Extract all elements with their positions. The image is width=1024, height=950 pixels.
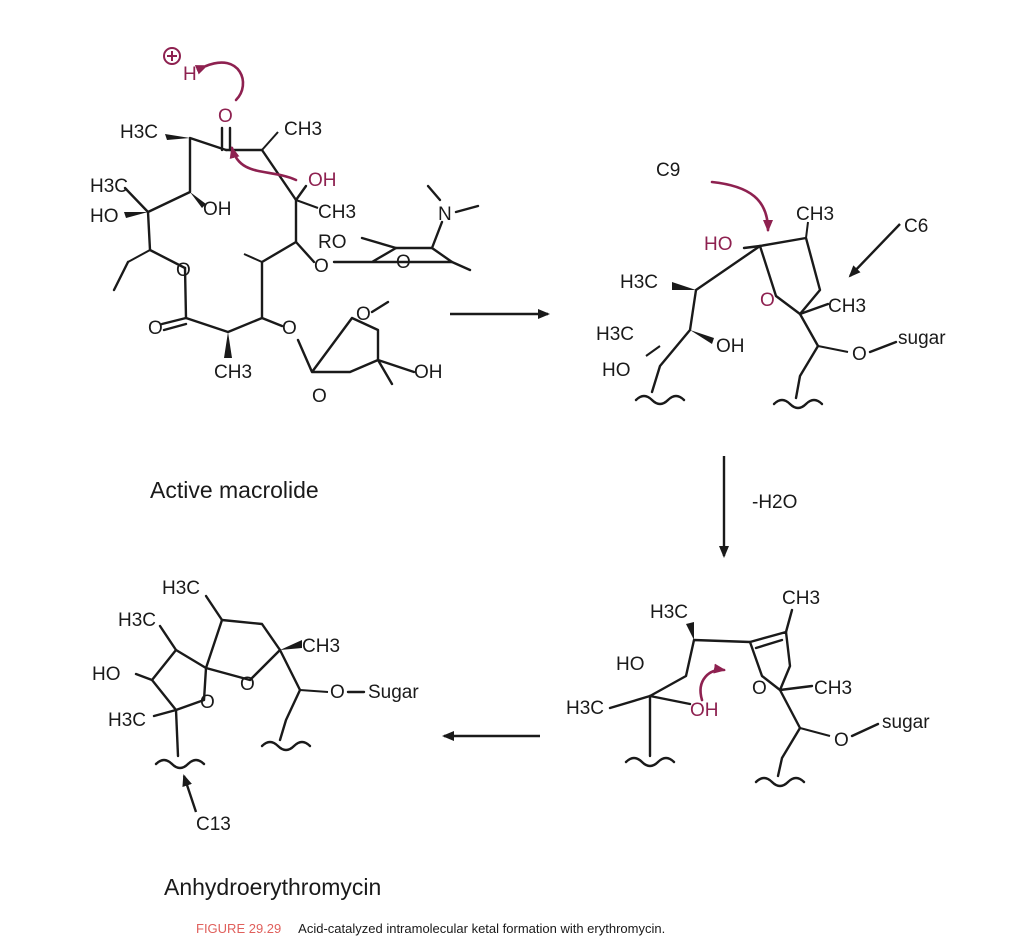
figure-caption: FIGURE 29.29 Acid-catalyzed intramolecul…: [196, 921, 665, 936]
ro-label: RO: [318, 232, 347, 253]
h3c-label: H3C: [162, 578, 200, 599]
sugar-ring-oxygen-label: O: [396, 252, 411, 273]
carbonyl-oxygen-label: O: [218, 106, 233, 127]
c6-label: C6: [904, 216, 928, 237]
amine-label: N: [438, 204, 452, 225]
sugar-label: sugar: [882, 712, 930, 733]
structure-name: Anhydroerythromycin: [164, 874, 381, 900]
h3c-label: H3C: [566, 698, 604, 719]
glycoside-oxygen-label: O: [314, 256, 329, 277]
ring-oxygen-label: O: [760, 290, 775, 311]
ring-oxygen-label: O: [200, 692, 215, 713]
glycoside-oxygen-label: O: [834, 730, 849, 751]
hydroxyl-label: HO: [616, 654, 645, 675]
hydroxyl-label: OH: [716, 336, 745, 357]
ch3-label: CH3: [318, 202, 356, 223]
hydroxyl-label-reactive: OH: [690, 700, 719, 721]
ch3-label: CH3: [302, 636, 340, 657]
h3c-label: H3C: [118, 610, 156, 631]
structure-anhydroerythromycin: H3C H3C O O CH3 HO H3C O Sugar C13 Anhyd…: [92, 578, 419, 900]
proton-label: H: [183, 64, 197, 85]
ch3-label: CH3: [214, 362, 252, 383]
ch3-label: CH3: [284, 119, 322, 140]
structure-enol-ether: H3C CH3 O CH3 HO H3C OH O sugar: [566, 588, 930, 788]
c13-label: C13: [196, 814, 231, 835]
h3c-label: H3C: [120, 122, 158, 143]
h3c-label: H3C: [620, 272, 658, 293]
plus-charge-icon: [163, 47, 181, 65]
ch3-label: CH3: [814, 678, 852, 699]
structure-active-macrolide: H O H3C CH3 H3C HO OH OH CH3 O O: [90, 47, 480, 503]
hydroxyl-label: HO: [92, 664, 121, 685]
h3c-label: H3C: [596, 324, 634, 345]
water-loss-label: -H2O: [752, 492, 797, 513]
h3c-label: H3C: [108, 710, 146, 731]
structure-name: Active macrolide: [150, 477, 319, 503]
hydroxyl-label: OH: [203, 199, 232, 220]
hydroxyl-label: OH: [414, 362, 443, 383]
hydroxyl-label: HO: [90, 206, 119, 227]
caption-text: Acid-catalyzed intramolecular ketal form…: [298, 921, 666, 936]
glycoside-oxygen-label: O: [330, 682, 345, 703]
h3c-label: H3C: [650, 602, 688, 623]
ring-oxygen-label: O: [176, 260, 191, 281]
glycoside-oxygen-label: O: [852, 344, 867, 365]
glycoside-oxygen-label: O: [282, 318, 297, 339]
sugar-ring-oxygen-label: O: [312, 386, 327, 407]
sugar-label: Sugar: [368, 682, 419, 703]
hydroxyl-label-reactive: OH: [308, 170, 337, 191]
methoxy-oxygen-label: O: [356, 304, 371, 325]
ring-oxygen-label: O: [752, 678, 767, 699]
lactone-oxygen-label: O: [148, 318, 163, 339]
figure-number: FIGURE 29.29: [196, 921, 282, 936]
structure-hemiketal: C9 HO CH3 C6 O CH3 H3C OH H3C HO O sugar: [596, 160, 946, 410]
ch3-label: CH3: [782, 588, 820, 609]
sugar-label: sugar: [898, 328, 946, 349]
ch3-label: CH3: [796, 204, 834, 225]
hydroxyl-label-reactive: HO: [704, 234, 733, 255]
ch3-label: CH3: [828, 296, 866, 317]
ring-oxygen-label: O: [240, 674, 255, 695]
c9-label: C9: [656, 160, 680, 181]
h3c-label: H3C: [90, 176, 128, 197]
hydroxyl-label: HO: [602, 360, 631, 381]
